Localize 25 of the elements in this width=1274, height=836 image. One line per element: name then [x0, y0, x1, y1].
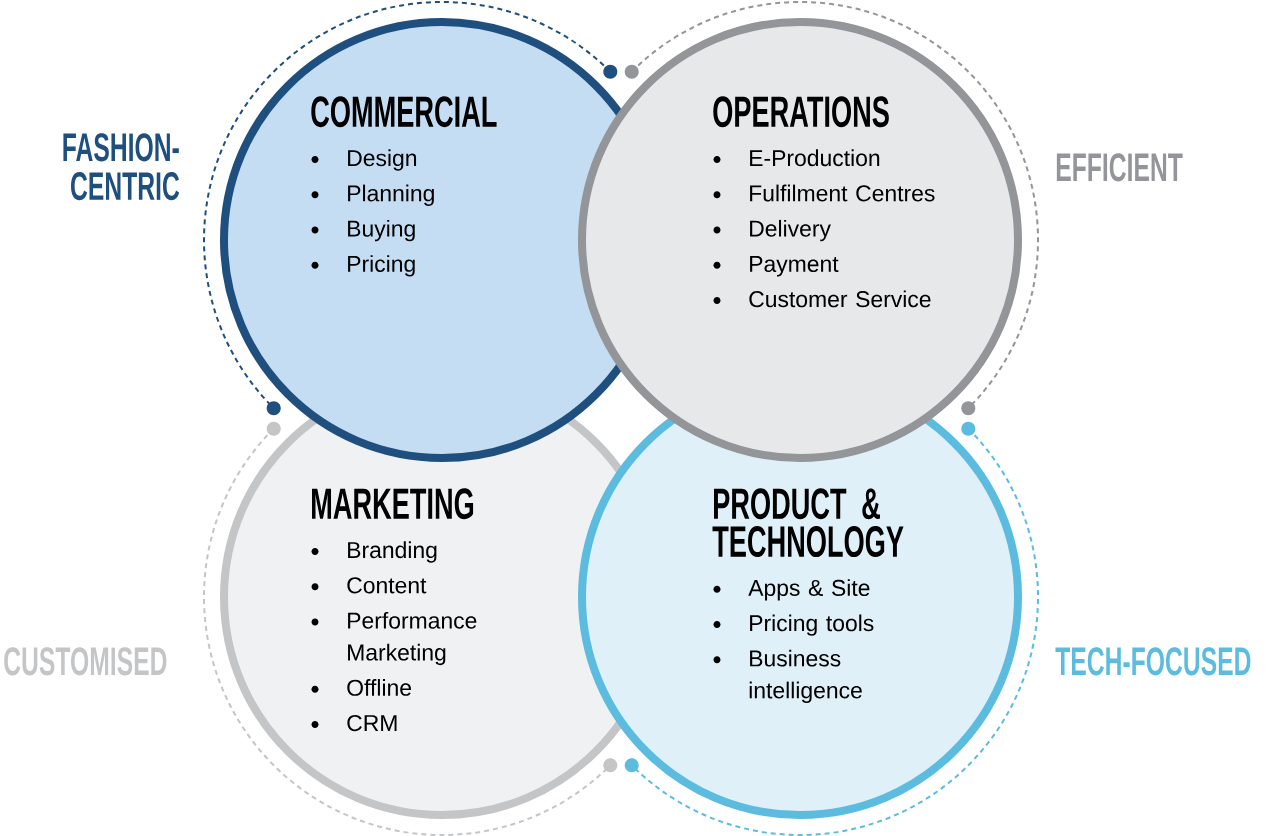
bullet-item: Apps & Site — [713, 579, 870, 601]
side-label: TECH-FOCUSED — [1055, 647, 1251, 676]
side-label: FASHION-CENTRIC — [63, 133, 180, 201]
bullet-item: Buying — [311, 219, 415, 242]
heading: OPERATIONS — [713, 96, 889, 128]
bullet-item: Content — [311, 577, 427, 594]
bullet-item: Planning — [311, 184, 434, 206]
heading: COMMERCIAL — [311, 96, 497, 128]
bullet-item: Offline — [311, 679, 411, 696]
bullet-item: Business intelligence — [713, 649, 862, 703]
bullet-item: E-Production — [713, 149, 880, 167]
bullet-item: Performance Marketing — [311, 611, 477, 666]
bullet-item: Design — [311, 149, 417, 171]
bullet-item: Pricing — [311, 255, 415, 277]
bullet-item: Payment — [713, 256, 839, 277]
bullet-item: Fulfilment Centres — [713, 184, 935, 202]
heading: MARKETING — [312, 488, 474, 520]
heading: PRODUCT & TECHNOLOGY — [712, 488, 904, 558]
bullet-item: Branding — [311, 541, 437, 563]
side-label: EFFICIENT — [1056, 153, 1183, 182]
bullet-item: Pricing tools — [713, 614, 874, 636]
bullet-item: CRM — [311, 714, 397, 732]
side-label: CUSTOMISED — [4, 647, 167, 676]
bullet-item: Customer Service — [713, 290, 931, 308]
bullet-item: Delivery — [713, 219, 831, 242]
